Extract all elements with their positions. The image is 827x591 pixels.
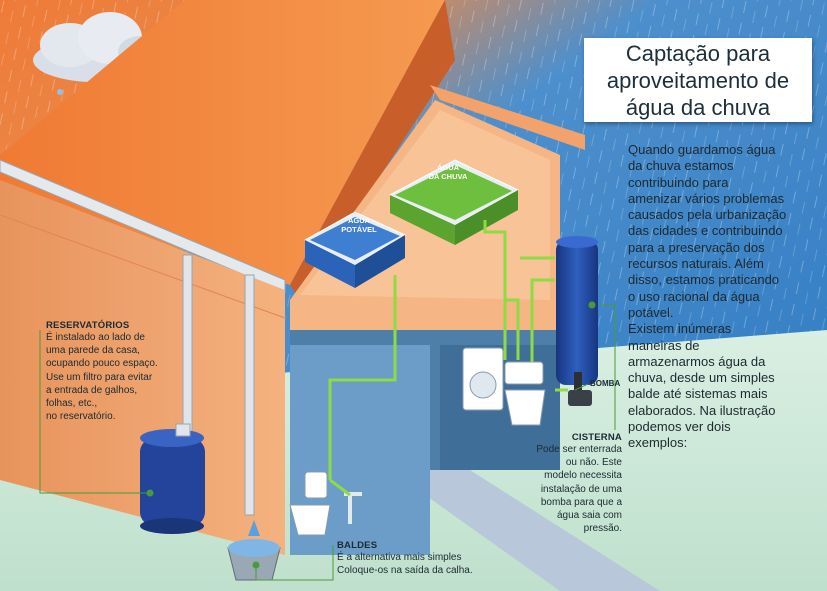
annotation-title: CISTERNA <box>571 432 622 443</box>
intro-line: das cidades e contribuindo <box>628 223 783 239</box>
pump-icon <box>568 372 592 406</box>
annotation-line: folhas, etc., <box>46 398 98 410</box>
annotation-line: modelo necessita <box>544 470 622 482</box>
intro-line: da chuva estamos <box>628 158 734 174</box>
title-line-3: água da chuva <box>625 95 771 120</box>
intro-paragraph: Quando guardamos água da chuva estamos c… <box>628 142 820 452</box>
cistern-tank-icon <box>556 236 598 385</box>
intro-line: Existem inúmeras <box>628 321 732 337</box>
tank-label-line: ÁGUA <box>347 216 371 225</box>
intro-line: o uso racional da água <box>628 288 760 304</box>
washing-machine-icon <box>462 347 504 411</box>
leader-lines <box>39 301 616 581</box>
intro-line: exemplos: <box>628 435 688 451</box>
intro-line: disso, estamos praticando <box>628 272 780 288</box>
reservoir-barrel-icon <box>140 423 205 534</box>
intro-line: para a preservação dos <box>628 239 765 255</box>
annotation-line: Use um filtro para evitar <box>46 371 153 383</box>
annotation-line: uma parede da casa, <box>46 345 140 357</box>
annotation-bomba: BOMBA <box>590 379 621 388</box>
intro-line: elaborados. Na ilustração <box>628 402 776 418</box>
tank-label-potable: ÁGUA POTÁVEL <box>334 216 384 234</box>
wall-groove <box>0 214 286 319</box>
intro-line: maneiras de <box>628 337 700 353</box>
tank-label-line: ÁGUA <box>436 163 460 172</box>
intro-line: podemos ver dois <box>628 419 731 435</box>
annotation-line: Coloque-os na saída da calha. <box>337 565 473 577</box>
annotation-line: pressão. <box>583 523 622 535</box>
roof-overhang-right <box>430 85 585 150</box>
toilet-left-icon <box>289 471 331 536</box>
intro-line: potável. <box>628 304 674 320</box>
intro-line: armazenarmos água da <box>628 353 766 369</box>
annotation-line: ou não. Este <box>565 457 622 469</box>
potable-water-tank-icon <box>303 211 407 288</box>
title-box: Captação para aproveitamento de água da … <box>584 38 812 122</box>
tank-label-line: POTÁVEL <box>341 225 377 234</box>
annotation-baldes: BALDES É a alternativa mais simples Colo… <box>337 540 473 577</box>
intro-line: Quando guardamos água <box>628 142 776 157</box>
annotation-line: no reservatório. <box>46 411 116 423</box>
annotation-line: Pode ser enterrada <box>536 444 622 455</box>
annotation-line: a entrada de galhos, <box>46 384 138 396</box>
intro-line: causados pela urbanização <box>628 207 787 223</box>
water-pipes <box>328 220 568 497</box>
title-line-1: Captação para <box>625 41 771 66</box>
downspout-bucket <box>244 274 255 516</box>
title-line-2: aproveitamento de <box>606 68 790 93</box>
annotation-title: RESERVATÓRIOS <box>46 320 130 331</box>
annotation-line: instalação de uma <box>540 483 622 495</box>
intro-line: contribuindo para <box>628 174 729 190</box>
toilet-right-icon <box>504 361 546 426</box>
sidewalk <box>390 470 660 591</box>
tank-label-line: DA CHUVA <box>428 172 468 181</box>
intro-line: chuva, desde um simples <box>628 370 775 386</box>
annotation-line: água saia com <box>556 510 622 522</box>
interior-room-left <box>290 345 430 555</box>
annotation-line: É a alternativa mais simples <box>337 552 462 563</box>
intro-line: amenizar vários problemas <box>628 190 785 206</box>
rainwater-tank-icon <box>388 159 520 245</box>
intro-line: recursos naturais. Além <box>628 256 764 272</box>
intro-line: balde até sistemas mais <box>628 386 768 402</box>
side-wall <box>0 180 285 555</box>
tank-label-rainwater: ÁGUA DA CHUVA <box>422 163 474 181</box>
annotation-line: ocupando pouco espaço. <box>46 358 158 370</box>
annotation-title: BALDES <box>337 540 378 551</box>
annotation-line: bomba para que a <box>540 496 622 508</box>
annotation-line: É instalado ao lado de <box>46 332 145 343</box>
downspout-reservoir <box>182 254 193 436</box>
annotation-cisterna: CISTERNA Pode ser enterrada ou não. Este… <box>520 432 622 535</box>
annotation-reservatorios: RESERVATÓRIOS É instalado ao lado de uma… <box>46 320 158 423</box>
